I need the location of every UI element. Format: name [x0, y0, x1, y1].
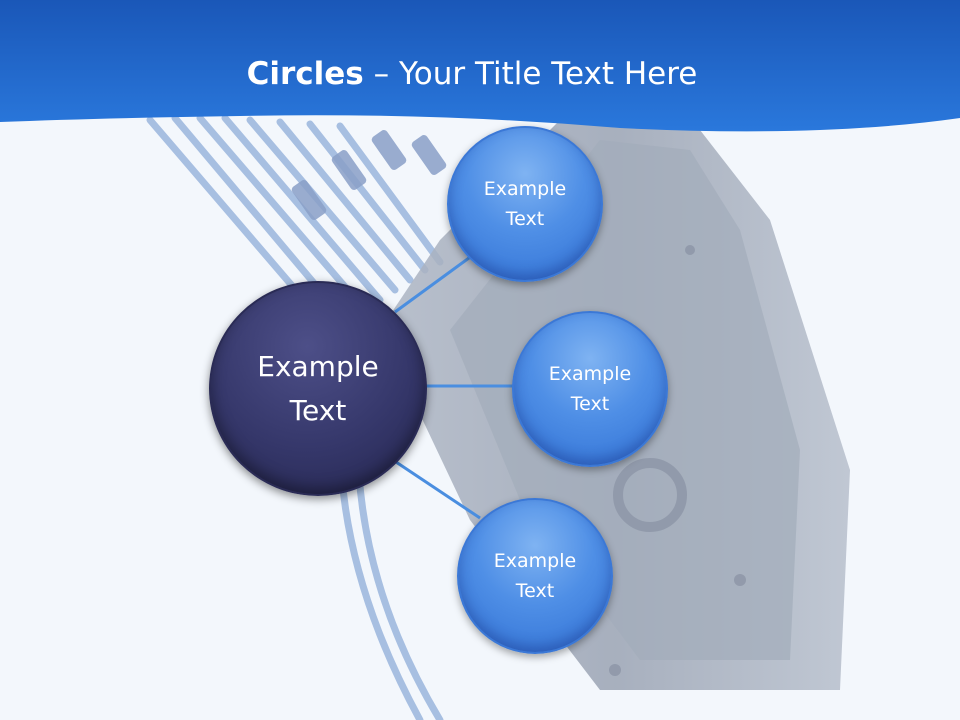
header-banner	[0, 0, 960, 132]
node-circle-text: Example Text	[483, 178, 567, 230]
connector-line	[394, 253, 474, 314]
node-circle-3[interactable]: Example Text	[457, 498, 613, 654]
node-circle-text: Example Text	[548, 363, 632, 415]
node-circle-text: Example Text	[493, 550, 577, 602]
title-bold: Circles	[246, 56, 364, 92]
center-circle-text: Example Text	[257, 349, 379, 427]
page-title: Circles – Your Title Text Here	[0, 52, 944, 96]
node-circle-1[interactable]: Example Text	[447, 126, 603, 282]
center-circle[interactable]: Example Text	[209, 281, 427, 496]
node-circle-2[interactable]: Example Text	[512, 311, 668, 467]
title-rest: – Your Title Text Here	[363, 56, 698, 92]
connector-line	[395, 460, 481, 520]
